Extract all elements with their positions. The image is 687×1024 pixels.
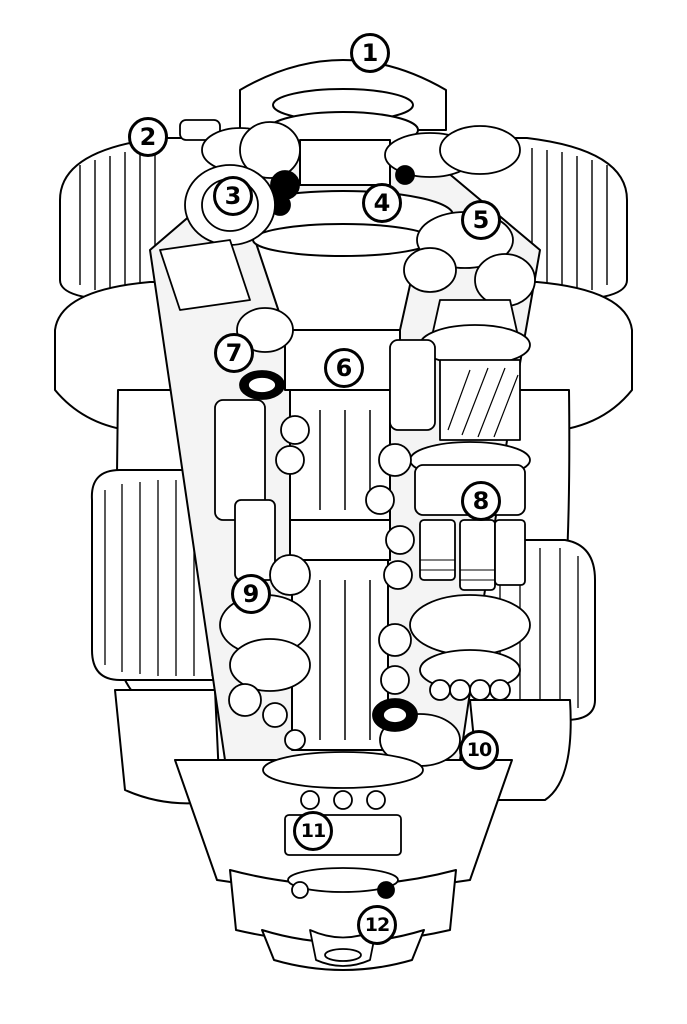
- callout-6: 6: [324, 348, 364, 388]
- callout-1: 1: [350, 33, 390, 73]
- callout-8: 8: [461, 481, 501, 521]
- callout-2: 2: [128, 117, 168, 157]
- callout-11: 11: [293, 811, 333, 851]
- callout-10: 10: [459, 730, 499, 770]
- callout-7: 7: [214, 333, 254, 373]
- callout-4: 4: [362, 183, 402, 223]
- callout-3: 3: [213, 176, 253, 216]
- callout-12: 12: [357, 905, 397, 945]
- callout-5: 5: [461, 200, 501, 240]
- callout-9: 9: [231, 574, 271, 614]
